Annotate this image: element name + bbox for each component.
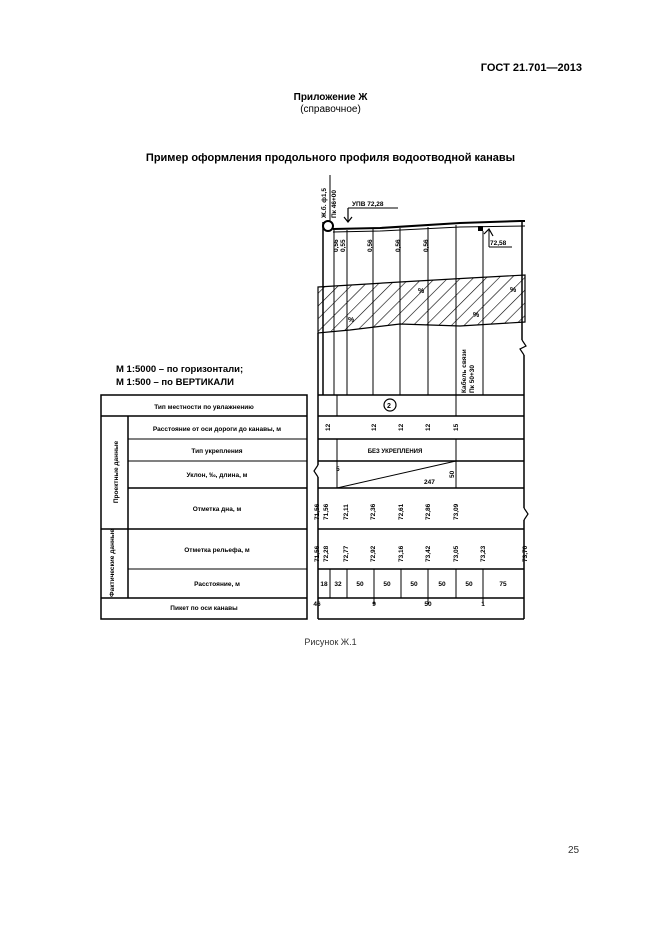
cable-label: Кабель связи	[460, 349, 468, 393]
row-label-distance: Расстояние, м	[194, 581, 240, 588]
group-design: Проектные данные	[113, 440, 120, 503]
svg-text:50: 50	[438, 581, 446, 588]
svg-text:73,05: 73,05	[453, 545, 460, 562]
reinforcement-type: БЕЗ УКРЕПЛЕНИЯ	[368, 449, 423, 455]
svg-text:0,55: 0,55	[340, 239, 347, 252]
upv-label: УПВ 72,28	[352, 201, 384, 208]
svg-text:73,16: 73,16	[398, 545, 405, 562]
svg-text:12: 12	[325, 423, 332, 431]
appendix-title: Приложение Ж	[293, 92, 368, 103]
svg-text:0,56: 0,56	[367, 239, 374, 252]
well-picket-label: Пк 46+00	[331, 190, 338, 218]
svg-text:18: 18	[320, 581, 328, 588]
appendix-subtitle: (справочное)	[300, 104, 361, 115]
svg-text:73,70: 73,70	[522, 545, 529, 562]
figure-title: Пример оформления продольного профиля во…	[145, 152, 516, 164]
row-label-axis-distance: Расстояние от оси дороги до канавы, м	[153, 426, 281, 433]
standard-header: ГОСТ 21.701—2013	[480, 62, 582, 74]
svg-text:75: 75	[499, 581, 507, 588]
svg-text:71,56: 71,56	[314, 503, 321, 520]
svg-text:%: %	[348, 317, 355, 324]
svg-text:32: 32	[334, 581, 342, 588]
svg-text:72,36: 72,36	[370, 503, 377, 520]
svg-text:%: %	[510, 287, 517, 294]
svg-text:72,77: 72,77	[343, 545, 350, 562]
svg-text:73,42: 73,42	[425, 545, 432, 562]
svg-text:50: 50	[424, 601, 432, 608]
svg-text:%: %	[418, 288, 425, 295]
svg-text:12: 12	[425, 423, 432, 431]
svg-text:71,56: 71,56	[314, 545, 321, 562]
svg-text:71,56: 71,56	[323, 503, 330, 520]
scale-horizontal: М 1:5000 – по горизонтали;	[116, 364, 244, 375]
row-label-reinforcement: Тип укрепления	[191, 448, 242, 455]
row-label-terrain: Тип местности по увлажнению	[154, 404, 254, 411]
svg-text:72,28: 72,28	[323, 545, 330, 562]
cable-picket-label: Пк 50+30	[469, 365, 476, 393]
row-label-relief-mark: Отметка рельефа, м	[184, 547, 250, 554]
svg-text:%: %	[473, 312, 480, 319]
terrain-type-value: 2	[387, 403, 391, 410]
row-label-picket: Пикет по оси канавы	[170, 605, 238, 612]
svg-text:73,23: 73,23	[480, 545, 487, 562]
scale-vertical: М 1:500 – по ВЕРТИКАЛИ	[116, 377, 234, 388]
well-label: Ж.б. ф1,5	[320, 188, 328, 219]
svg-text:12: 12	[398, 423, 405, 431]
row-label-slope: Уклон, ‰, длина, м	[186, 472, 247, 479]
svg-text:72,11: 72,11	[343, 504, 350, 520]
svg-text:72,86: 72,86	[425, 503, 432, 520]
svg-text:0,56: 0,56	[395, 239, 402, 252]
scale-note: М 1:5000 – по горизонтали; М 1:500 – по …	[116, 363, 243, 389]
slope-permille: 5	[336, 466, 340, 473]
svg-text:73,09: 73,09	[453, 503, 460, 520]
svg-text:50: 50	[383, 581, 391, 588]
well-icon	[322, 220, 334, 232]
svg-text:46: 46	[313, 601, 321, 608]
svg-text:72,92: 72,92	[370, 545, 377, 562]
figure-caption: Рисунок Ж.1	[304, 637, 357, 647]
mark-right-label: 72,58	[490, 240, 507, 247]
profile-graph: % % % %	[317, 175, 527, 395]
page-number: 25	[568, 845, 580, 856]
svg-text:0,56: 0,56	[333, 239, 340, 252]
svg-text:1: 1	[481, 601, 485, 608]
slope-length: 247	[424, 479, 435, 486]
svg-text:50: 50	[356, 581, 364, 588]
left-table	[100, 394, 308, 620]
data-table	[313, 394, 529, 620]
svg-text:15: 15	[453, 423, 460, 431]
slope-extra: 50	[449, 470, 456, 478]
svg-text:12: 12	[371, 423, 378, 431]
svg-text:0,56: 0,56	[423, 239, 430, 252]
group-actual: Фактические данные	[109, 529, 116, 597]
row-label-bottom-mark: Отметка дна, м	[193, 506, 242, 513]
svg-text:72,61: 72,61	[398, 503, 405, 520]
svg-text:50: 50	[465, 581, 473, 588]
svg-text:9: 9	[372, 601, 376, 608]
svg-text:50: 50	[410, 581, 418, 588]
